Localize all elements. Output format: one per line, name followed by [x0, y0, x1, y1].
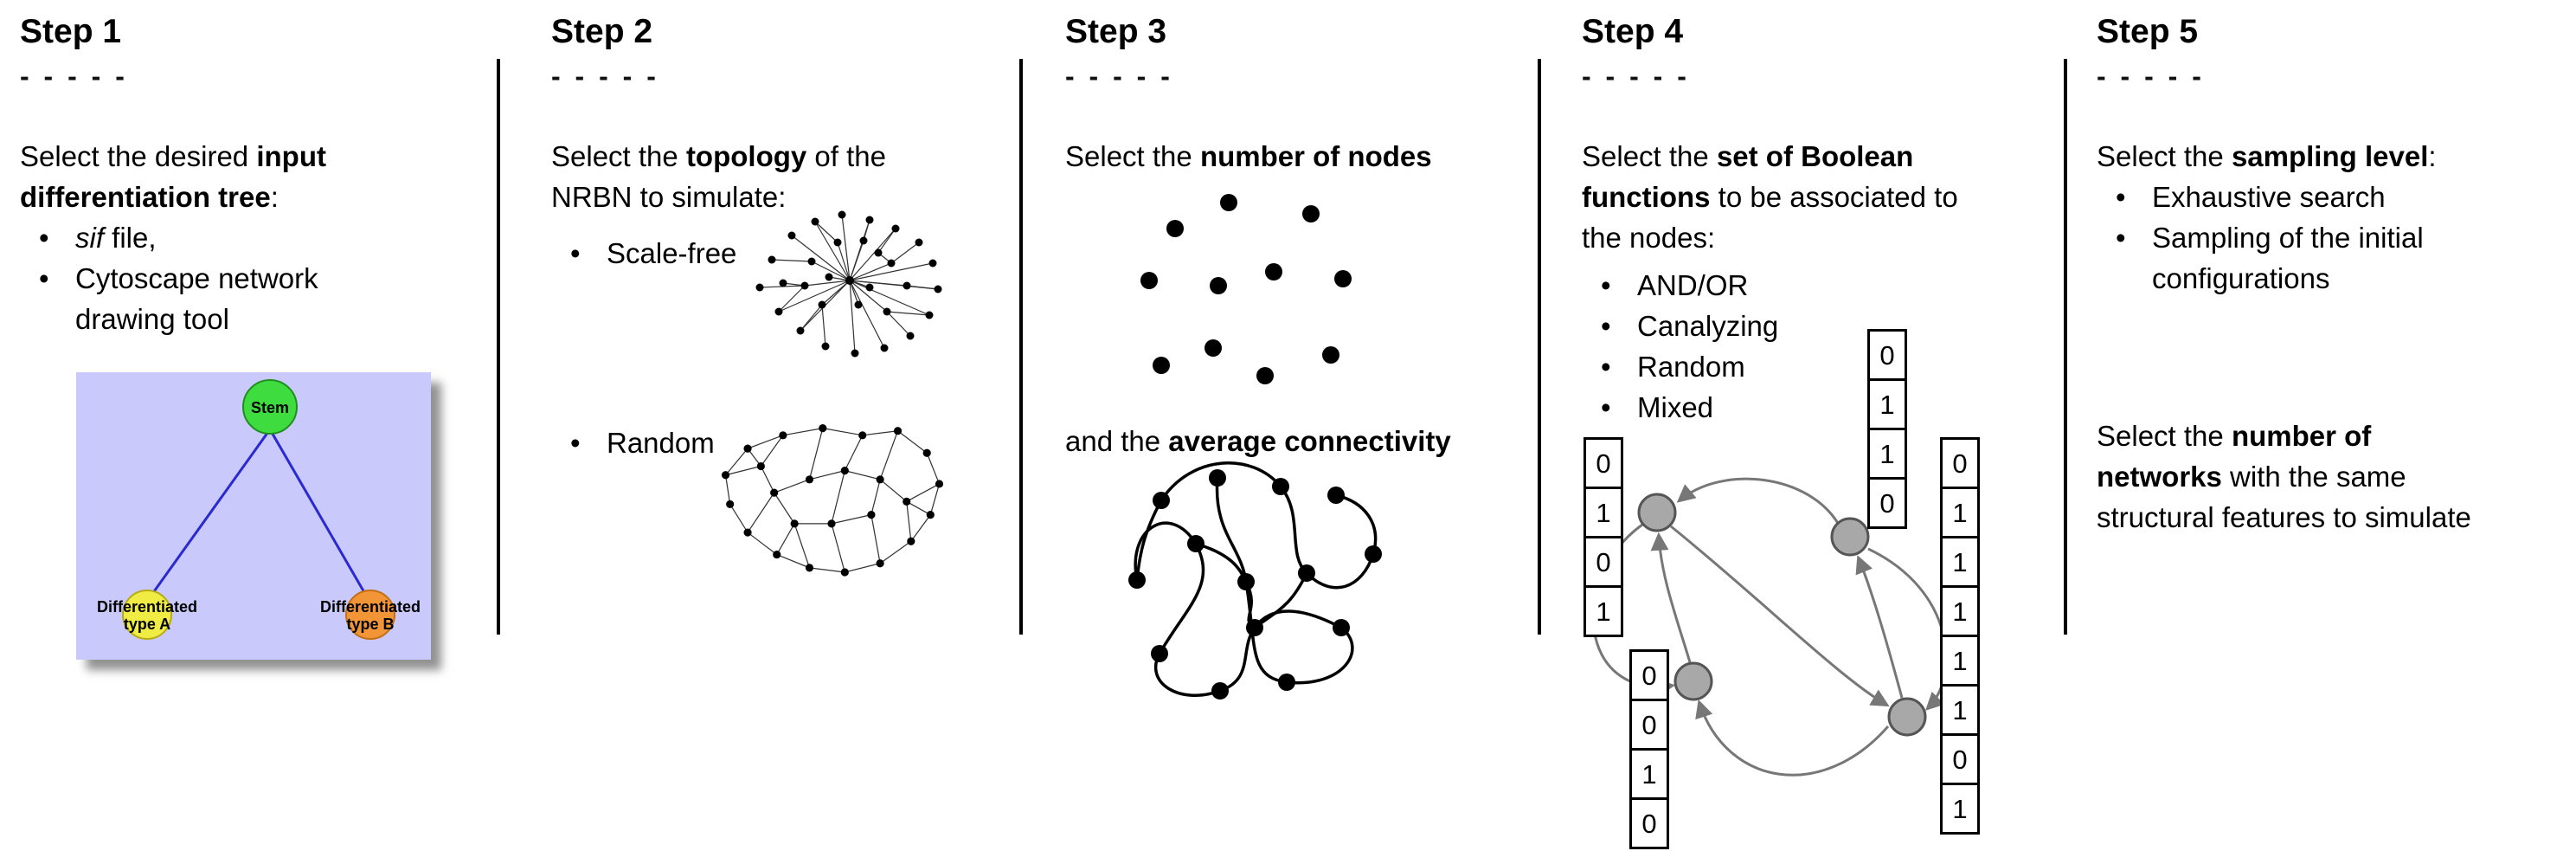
bullet-item-exhaustive: Exhaustive search	[2097, 177, 2568, 217]
step-3-dashes: - - - - -	[1065, 61, 1173, 92]
bullet-item-random-fn: Random	[1582, 346, 2032, 387]
truth-table-cell: 1	[1940, 783, 1980, 835]
truth-table-cell: 0	[1940, 733, 1980, 785]
truth-table-cell: 1	[1940, 635, 1980, 687]
type-a-node	[122, 590, 172, 640]
type-b-node-label: Differentiated	[320, 598, 421, 616]
tree-edge-stem-to-a	[151, 429, 272, 595]
step-1-column: Step 1 - - - - - Select the desired inpu…	[20, 12, 470, 339]
truth-table-cell: 1	[1940, 585, 1980, 637]
type-a-node-label: Differentiated	[97, 598, 197, 616]
step-5-intro: Select the sampling level:	[2097, 140, 2437, 172]
bullet-item-mixed: Mixed	[1582, 387, 2032, 428]
truth-table-cell: 1	[1940, 487, 1980, 538]
type-b-node	[345, 590, 395, 640]
tree-edge-stem-to-b	[268, 429, 367, 595]
truth-table-cell: 1	[1867, 378, 1907, 430]
network-edges	[759, 214, 939, 354]
step-2-column: Step 2 - - - - - Select the topology of …	[551, 12, 1001, 463]
step-2-title: Step 2	[551, 13, 653, 50]
truth-table-cell: 1	[1940, 684, 1980, 736]
truth-table-cell: 0	[1584, 437, 1623, 489]
truth-table-cell: 0	[1940, 437, 1980, 489]
bullet-item-random: Random	[551, 422, 1001, 463]
boolean-node	[1673, 661, 1713, 701]
step-2-dashes: - - - - -	[551, 61, 659, 92]
step-4-title: Step 4	[1582, 13, 1684, 50]
step-4-column: Step 4 - - - - - Select the set of Boole…	[1582, 12, 2032, 428]
step-5-column: Step 5 - - - - - Select the sampling lev…	[2097, 12, 2568, 538]
stem-node-label: Stem	[251, 399, 289, 416]
column-separator	[1538, 59, 1541, 635]
bullet-item-and-or: AND/OR	[1582, 265, 2032, 306]
step-5-title: Step 5	[2097, 13, 2199, 50]
tangle-nodes	[1128, 469, 1382, 699]
differentiation-tree-figure: Stem Differentiated type A Differentiate…	[76, 372, 431, 660]
boolean-node	[1830, 517, 1870, 557]
boolean-node	[1887, 697, 1927, 737]
truth-table-cell: 1	[1867, 428, 1907, 480]
truth-table-cell: 0	[1867, 329, 1907, 381]
step-3-connectivity-text: and the average connectivity	[1065, 425, 1451, 457]
truth-table-cell: 0	[1867, 477, 1907, 529]
type-b-node-label: type B	[346, 616, 394, 633]
truth-table-cell: 1	[1584, 487, 1623, 538]
bullet-item-canalyzing: Canalyzing	[1582, 306, 2032, 346]
scale-free-network-graphic	[755, 210, 942, 358]
truth-table-cell: 0	[1629, 699, 1669, 751]
random-network-graphic	[721, 424, 944, 577]
node-dots	[1140, 194, 1352, 384]
stem-node	[242, 379, 298, 435]
network-nodes	[755, 210, 942, 358]
step-1-title: Step 1	[20, 13, 122, 50]
step-1-dashes: - - - - -	[20, 61, 128, 92]
bullet-item-scale-free: Scale-free	[551, 233, 1001, 274]
bullet-item-sif-file: sif file,	[20, 217, 470, 258]
boolean-nodes	[1637, 493, 1927, 737]
network-nodes	[721, 424, 944, 577]
truth-table-cell: 0	[1629, 797, 1669, 849]
column-separator	[2064, 59, 2067, 635]
connectivity-tangle-graphic	[1128, 461, 1382, 699]
step-3-column: Step 3 - - - - - Select the number of no…	[1065, 12, 1532, 461]
boolean-node	[1637, 493, 1677, 532]
nodes-dots-graphic	[1140, 194, 1352, 384]
truth-table-cell: 0	[1629, 649, 1669, 701]
truth-table-cell: 1	[1629, 748, 1669, 800]
step-5-dashes: - - - - -	[2097, 61, 2205, 92]
truth-table-cell: 0	[1584, 536, 1623, 588]
truth-table-cell: 1	[1940, 536, 1980, 588]
truth-table-cell: 1	[1584, 585, 1623, 637]
column-separator	[1019, 59, 1023, 635]
step-3-title: Step 3	[1065, 13, 1167, 50]
step-3-intro: Select the number of nodes	[1065, 140, 1432, 172]
column-separator	[497, 59, 500, 635]
type-a-node-label: type A	[124, 616, 170, 633]
step-4-dashes: - - - - -	[1582, 61, 1690, 92]
differentiation-tree-svg: Stem Differentiated type A Differentiate…	[97, 379, 421, 640]
network-edges	[724, 428, 941, 573]
